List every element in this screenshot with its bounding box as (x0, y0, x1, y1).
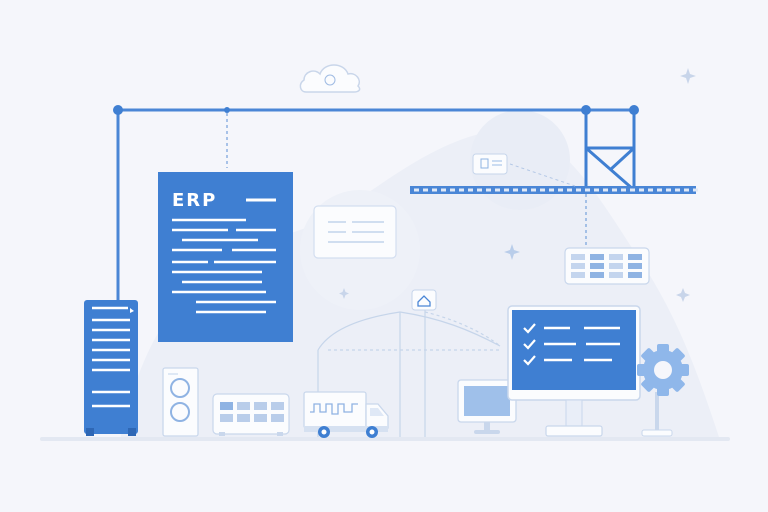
boom-tick (675, 188, 680, 192)
document-icon (472, 153, 508, 175)
server-tower-icon (84, 300, 138, 436)
dashboard-card (564, 247, 650, 285)
boom-tick (657, 188, 662, 192)
dashboard-cell (609, 254, 623, 260)
boom-tick (684, 188, 689, 192)
boom-tick (423, 188, 428, 192)
dashboard-cell (590, 254, 604, 260)
dashboard-cell (590, 272, 604, 278)
boom-tick (522, 188, 527, 192)
dashboard-cell (571, 263, 585, 269)
dashboard-cell (628, 272, 642, 278)
monitor-icon (457, 379, 517, 434)
dashboard-cell (628, 254, 642, 260)
boom-tick (450, 188, 455, 192)
boom-tick (459, 188, 464, 192)
boom-tick (504, 188, 509, 192)
boom-tick (477, 188, 482, 192)
boom-tick (693, 188, 698, 192)
chat-icon (313, 205, 397, 259)
truck-icon (303, 391, 389, 438)
cloud-icon (299, 64, 361, 93)
boom-tick (513, 188, 518, 192)
boom-tick (639, 188, 644, 192)
erp-panel: ERP (158, 172, 293, 342)
dashboard-cell (609, 272, 623, 278)
grid-cell (237, 414, 250, 422)
grid-cell (254, 402, 267, 410)
boom-tick (486, 188, 491, 192)
boom-tick (495, 188, 500, 192)
boom-tick (558, 188, 563, 192)
grid-cell (254, 414, 267, 422)
boom-tick (531, 188, 536, 192)
home-pin-icon (411, 289, 437, 311)
boom-tick (603, 188, 608, 192)
dashboard-cell (628, 263, 642, 269)
boom-tick (432, 188, 437, 192)
dashboard-cell (609, 263, 623, 269)
boom-tick (612, 188, 617, 192)
sparkle-icon (339, 68, 696, 302)
boom-tick (414, 188, 419, 192)
boom-tick (567, 188, 572, 192)
boom-tick (576, 188, 581, 192)
crane-icon (584, 110, 636, 192)
ground-line (40, 437, 730, 441)
boom-tick (630, 188, 635, 192)
boom-tick (441, 188, 446, 192)
boom-tick (468, 188, 473, 192)
grid-cell (271, 414, 284, 422)
boom-tick (540, 188, 545, 192)
dashboard-cell (590, 263, 604, 269)
boom-tick (648, 188, 653, 192)
gear-icon (637, 344, 689, 437)
grid-cell (237, 402, 250, 410)
boom-tick (585, 188, 590, 192)
dashboard-cell (571, 272, 585, 278)
top-rail (116, 108, 634, 302)
checklist-monitor (507, 305, 641, 437)
dashboard-cell (571, 254, 585, 260)
grid-cell (271, 402, 284, 410)
crane-boom (410, 186, 698, 194)
boom-tick (594, 188, 599, 192)
grid-cell (220, 402, 233, 410)
grid-cell (220, 414, 233, 422)
speaker-icon (162, 367, 199, 437)
card-grid (212, 393, 290, 436)
boom-tick (666, 188, 671, 192)
boom-tick (549, 188, 554, 192)
erp-title: ERP (172, 190, 217, 211)
boom-tick (621, 188, 626, 192)
